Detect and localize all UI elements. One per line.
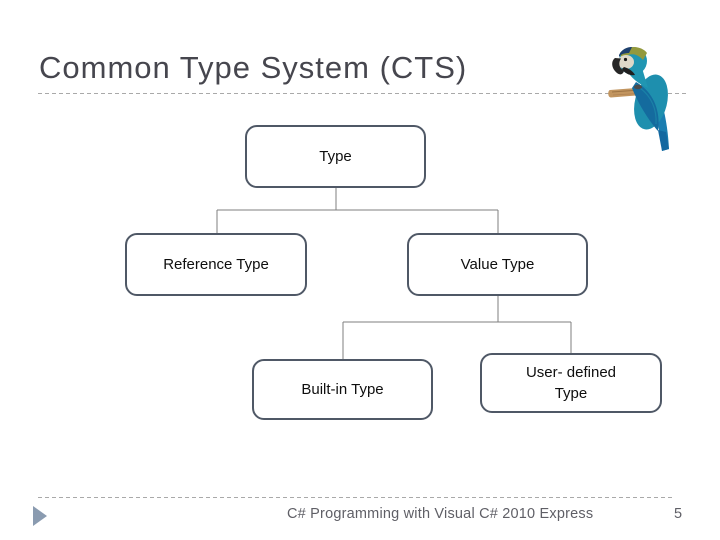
page-number: 5 [674,506,683,522]
diagram-node-value-type: Value Type [407,233,588,296]
node-built-in-type-label: Built-in Type [301,381,384,398]
footer-text: C# Programming with Visual C# 2010 Expre… [287,506,594,522]
diagram-node-type: Type [245,125,426,188]
diagram-node-built-in-type: Built-in Type [252,359,433,420]
node-user-defined-type-label: User- defined Type [525,364,617,402]
diagram-node-reference-type: Reference Type [125,233,307,296]
parrot-macaw-image [608,47,669,151]
footer-divider-dashed-line [38,497,672,498]
title-divider-dashed-line [38,93,688,94]
diagram-node-user-defined-type: User- defined Type [480,353,662,413]
node-reference-type-label: Reference Type [163,256,269,273]
node-type-label: Type [319,148,352,165]
slide-title: Common Type System (CTS) [39,50,468,85]
footer-triangle-icon [33,506,47,526]
node-value-type-label: Value Type [460,256,535,273]
